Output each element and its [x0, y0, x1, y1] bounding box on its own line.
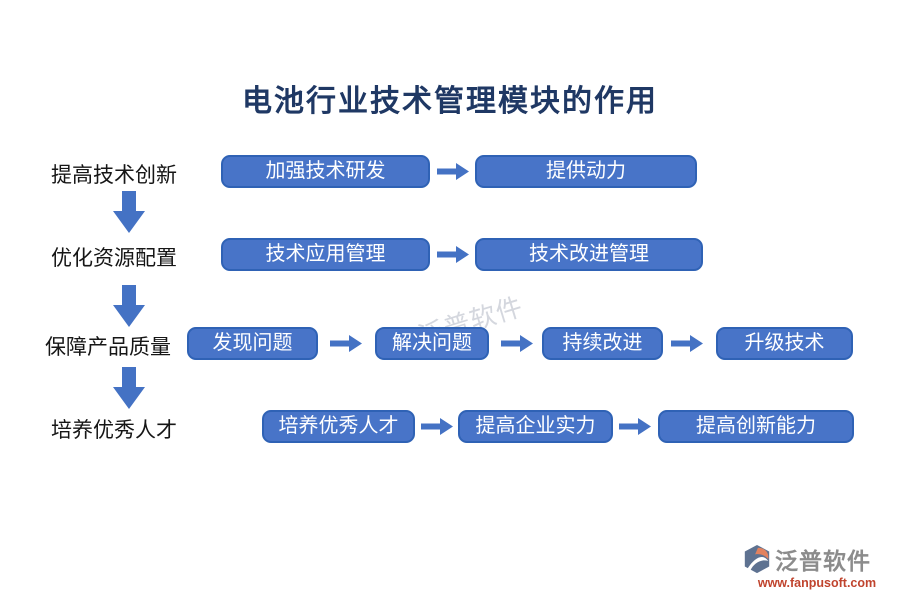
flow-box: 发现问题: [187, 327, 318, 360]
right-arrow-icon: [619, 418, 651, 435]
flow-box: 提高企业实力: [458, 410, 613, 443]
row-label-2: 优化资源配置: [51, 246, 177, 270]
flow-box: 提高创新能力: [658, 410, 854, 443]
flow-box: 升级技术: [716, 327, 853, 360]
row-label-4: 培养优秀人才: [51, 418, 177, 442]
flow-box: 持续改进: [542, 327, 663, 360]
page-title: 电池行业技术管理模块的作用: [242, 85, 658, 118]
right-arrow-icon: [421, 418, 453, 435]
flow-box: 加强技术研发: [221, 155, 430, 188]
brand-footer: 泛普软件 www.fanpusoft.com: [742, 542, 892, 590]
brand-url: www.fanpusoft.com: [757, 576, 877, 590]
right-arrow-icon: [501, 335, 533, 352]
down-arrow-icon: [113, 285, 145, 327]
right-arrow-icon: [437, 246, 469, 263]
row-label-3: 保障产品质量: [45, 335, 171, 359]
flow-box: 技术改进管理: [475, 238, 703, 271]
down-arrow-icon: [113, 191, 145, 233]
right-arrow-icon: [330, 335, 362, 352]
brand-logo-icon: [744, 544, 770, 574]
flow-box: 培养优秀人才: [262, 410, 415, 443]
right-arrow-icon: [437, 163, 469, 180]
down-arrow-icon: [113, 367, 145, 409]
brand-name: 泛普软件: [775, 549, 871, 574]
flow-box: 技术应用管理: [221, 238, 430, 271]
flow-box: 提供动力: [475, 155, 697, 188]
right-arrow-icon: [671, 335, 703, 352]
flow-box: 解决问题: [375, 327, 489, 360]
row-label-1: 提高技术创新: [51, 163, 177, 187]
